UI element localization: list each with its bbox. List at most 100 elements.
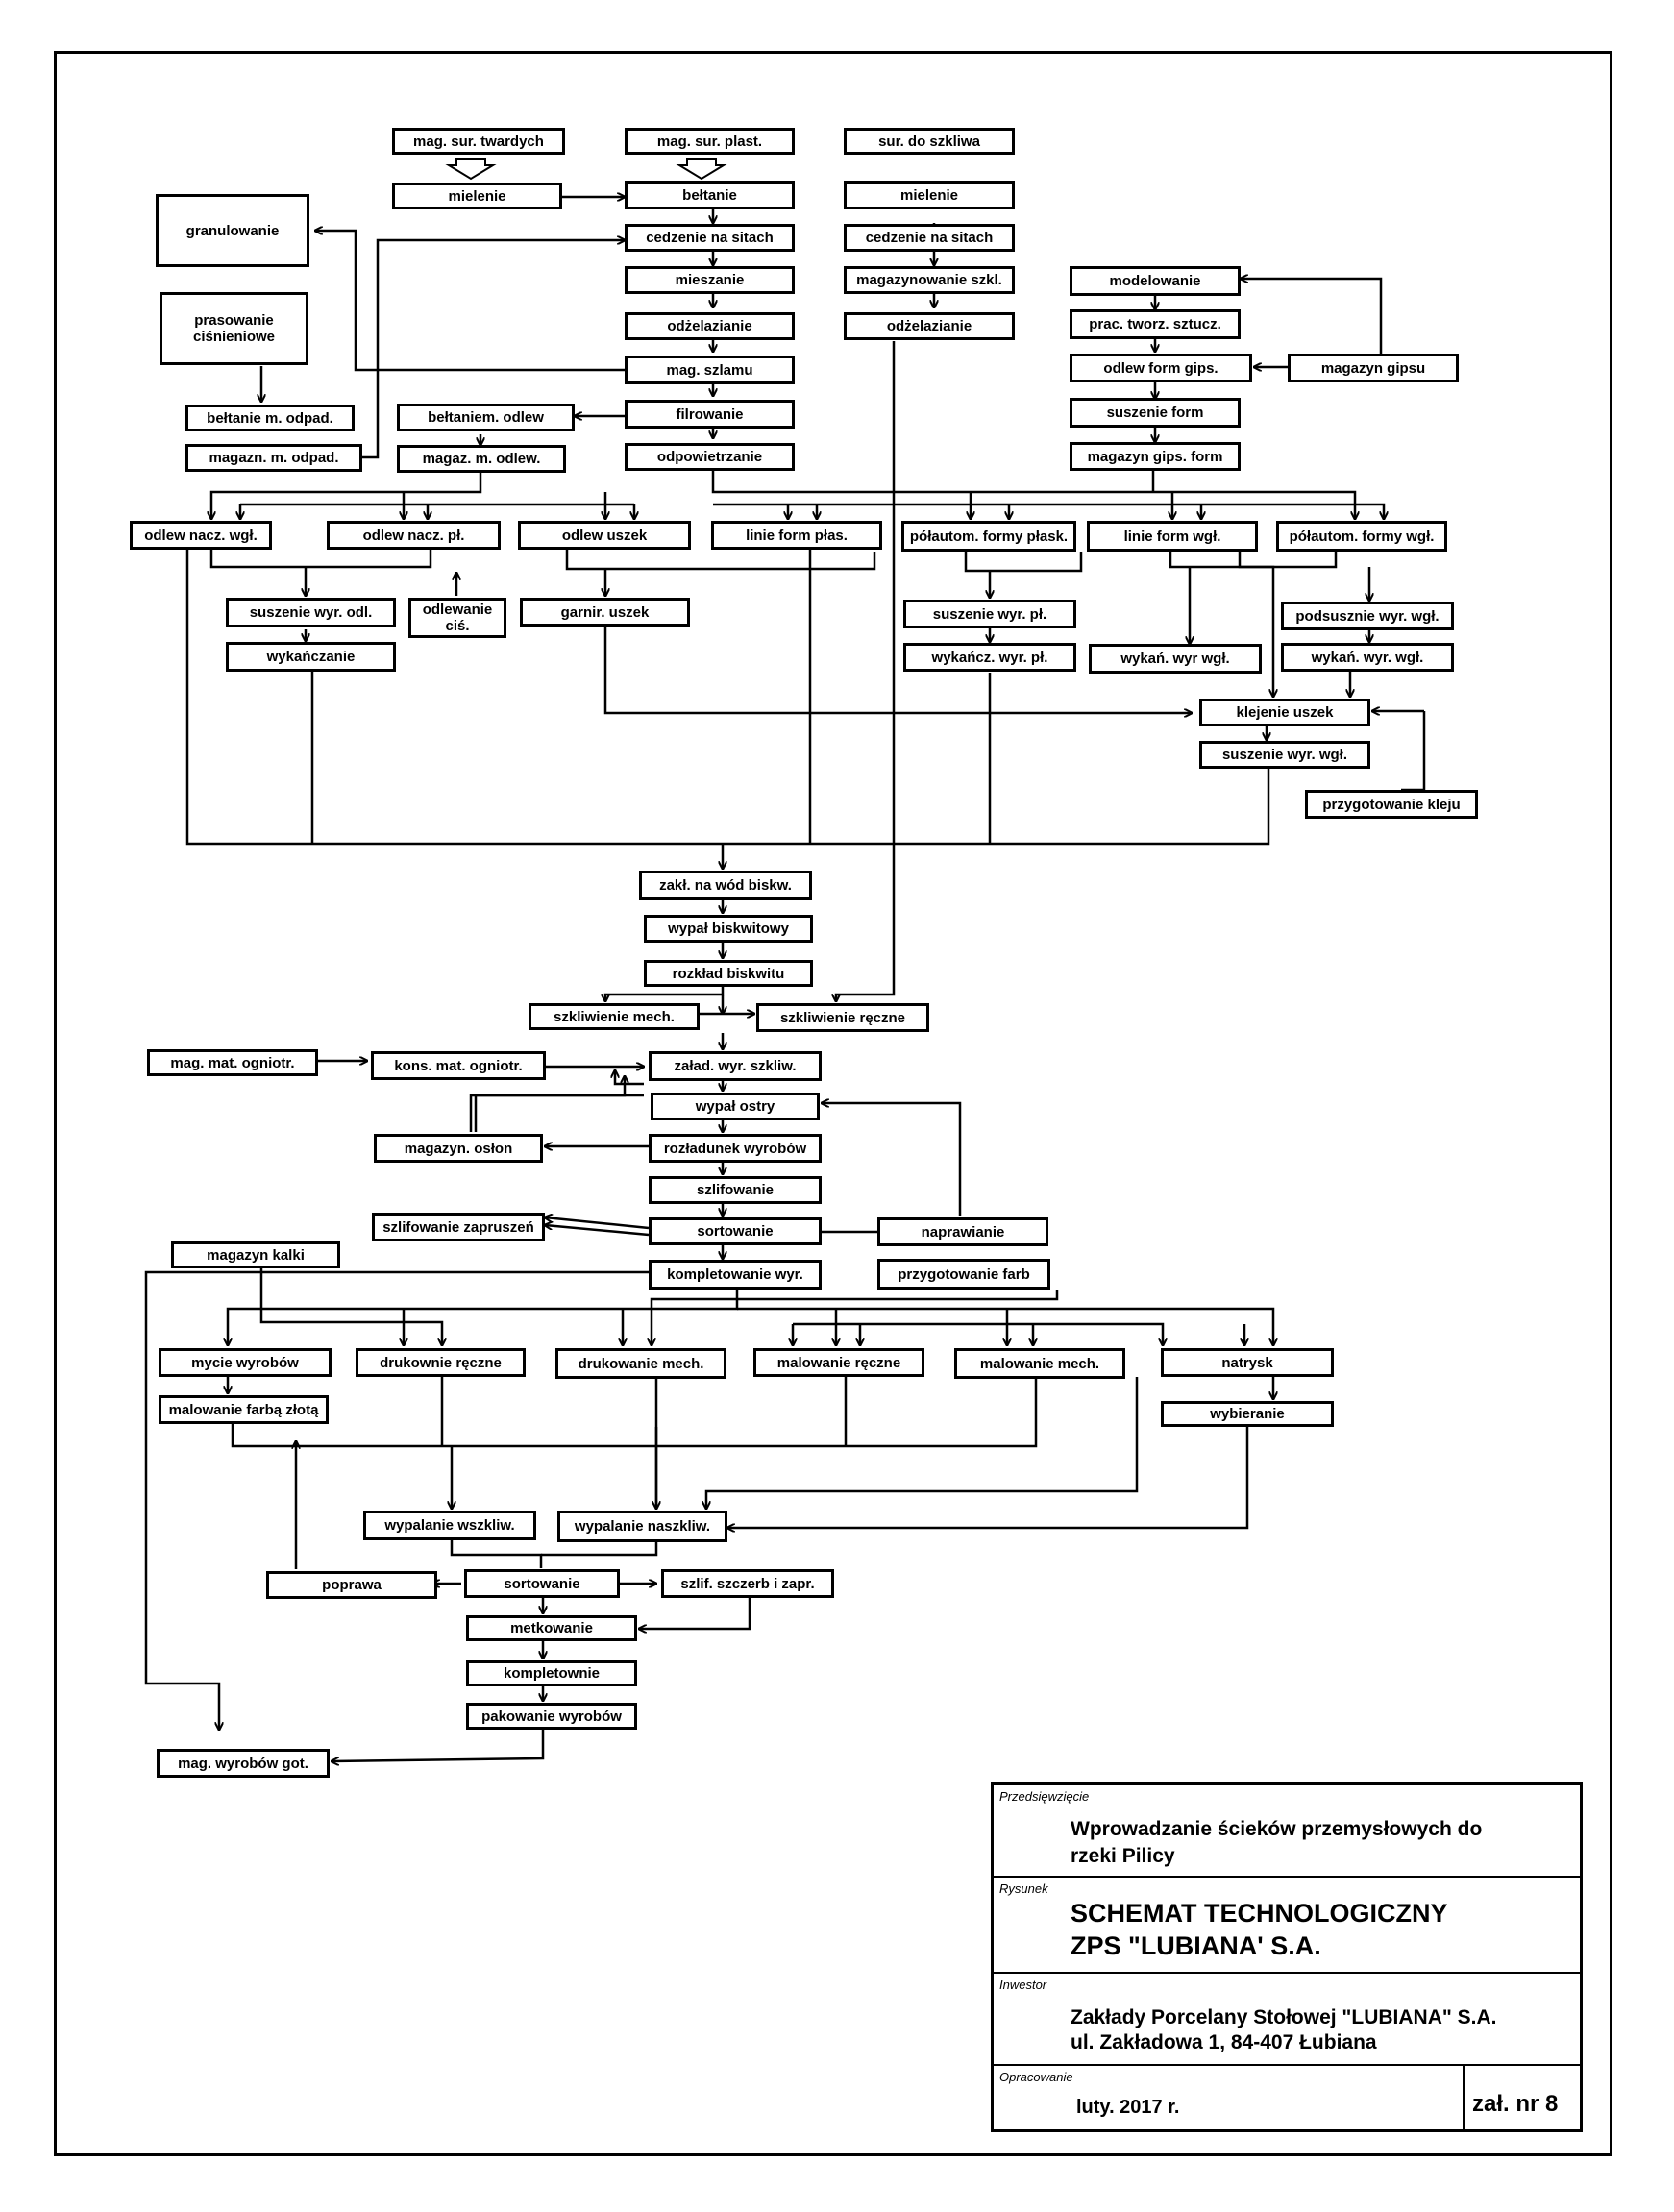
process-box-kompletowanie-wyr: kompletowanie wyr. [649, 1260, 822, 1290]
process-box-szlifowanie: szlifowanie [649, 1176, 822, 1204]
process-box-magaz-m-odlew: magaz. m. odlew. [397, 445, 566, 473]
process-box-kons-mat-ogniotr: kons. mat. ogniotr. [371, 1051, 546, 1080]
process-box-linie-form-plas: linie form płas. [711, 521, 882, 550]
process-box-podsusznie: podsusznie wyr. wgł. [1281, 602, 1454, 630]
process-box-wykan-wgl-2: wykań. wyr. wgł. [1281, 643, 1454, 672]
process-box-mielenie-1: mielenie [392, 183, 562, 209]
title-row-prepared: Opracowanie luty. 2017 r. [994, 2066, 1580, 2129]
process-box-suszenie-wyr-wgl: suszenie wyr. wgł. [1199, 741, 1370, 769]
process-box-suszenie-form: suszenie form [1070, 398, 1241, 428]
process-box-odlew-form-gips: odlew form gips. [1070, 354, 1252, 382]
process-box-wybieranie: wybieranie [1161, 1401, 1334, 1427]
process-box-mag-wyrobow-got: mag. wyrobów got. [157, 1749, 330, 1778]
process-box-beltaniem-odlew: bełtaniem. odlew [397, 404, 575, 431]
process-box-metkowanie: metkowanie [466, 1615, 637, 1641]
title-row-project: Przedsięwzięcie Wprowadzanie ścieków prz… [994, 1785, 1580, 1878]
process-box-polautom-plask: półautom. formy płask. [901, 521, 1076, 552]
process-box-magazn-m-odpad: magazn. m. odpad. [185, 444, 362, 472]
title-row-drawing: Rysunek SCHEMAT TECHNOLOGICZNY ZPS "LUBI… [994, 1878, 1580, 1974]
process-box-odzelazianie-2: odżelazianie [844, 312, 1015, 340]
process-box-odlew-nacz-pl: odlew nacz. pł. [327, 521, 501, 550]
process-box-mag-szlamu: mag. szlamu [625, 356, 795, 384]
drawing-title-line-1: SCHEMAT TECHNOLOGICZNY [1071, 1899, 1448, 1928]
process-box-mag-sur-twardych: mag. sur. twardych [392, 128, 565, 155]
process-box-modelowanie: modelowanie [1070, 266, 1241, 296]
attachment-number: zał. nr 8 [1472, 2091, 1559, 2117]
process-box-drukowanie-mech: drukowanie mech. [555, 1348, 726, 1379]
title-row-investor: Inwestor Zakłady Porcelany Stołowej "LUB… [994, 1974, 1580, 2066]
process-box-suszenie-wyr-odl: suszenie wyr. odl. [226, 598, 396, 627]
process-box-mielenie-2: mielenie [844, 181, 1015, 209]
process-box-naprawianie: naprawianie [877, 1217, 1048, 1246]
process-box-zalad-wyr-szkliw: załad. wyr. szkliw. [649, 1051, 822, 1081]
process-box-mieszanie: mieszanie [625, 266, 795, 294]
process-box-wykan-wgl-1: wykań. wyr wgł. [1089, 644, 1262, 674]
process-box-odpowietrzanie: odpowietrzanie [625, 443, 795, 471]
prepared-date: luty. 2017 r. [1076, 2097, 1180, 2118]
process-box-magazyn-oslon: magazyn. osłon [374, 1134, 543, 1163]
process-box-sortowanie-1: sortowanie [649, 1217, 822, 1245]
process-box-malowanie-farba: malowanie farbą złotą [159, 1395, 329, 1424]
process-box-wypalanie-wszkliw: wypalanie wszkliw. [363, 1511, 536, 1540]
process-box-malowanie-reczne: malowanie ręczne [753, 1348, 924, 1377]
process-box-garnir-uszek: garnir. uszek [520, 598, 690, 627]
process-box-beltanie: bełtanie [625, 181, 795, 209]
process-box-mag-sur-plast: mag. sur. plast. [625, 128, 795, 155]
process-box-linie-form-wgl: linie form wgł. [1087, 521, 1258, 552]
process-box-szlifowanie-zapr: szlifowanie zapruszeń [372, 1213, 545, 1241]
process-box-wypal-ostry: wypał ostry [651, 1093, 820, 1120]
project-line-2: rzeki Pilicy [1071, 1845, 1175, 1867]
process-box-drukownie-reczne: drukownie ręczne [356, 1348, 526, 1377]
process-box-natrysk: natrysk [1161, 1348, 1334, 1377]
process-box-przygotowanie-farb: przygotowanie farb [877, 1259, 1050, 1290]
process-box-szkliwienie-mech: szkliwienie mech. [529, 1003, 700, 1030]
process-box-prasowanie: prasowanie ciśnieniowe [160, 292, 308, 365]
process-box-granulowanie: granulowanie [156, 194, 309, 267]
investor-caption: Inwestor [999, 1978, 1047, 1992]
drawing-frame [54, 51, 1612, 2156]
process-box-sur-do-szkliwa: sur. do szkliwa [844, 128, 1015, 155]
process-box-kompletownie: kompletownie [466, 1660, 637, 1686]
process-box-mycie-wyrobow: mycie wyrobów [159, 1348, 332, 1377]
process-box-cedzenie-2: cedzenie na sitach [844, 224, 1015, 252]
title-divider [1463, 2066, 1465, 2129]
process-box-sortowanie-2: sortowanie [464, 1569, 620, 1598]
process-box-szlif-szczerb: szlif. szczerb i zapr. [661, 1569, 834, 1598]
process-box-wypalanie-naszkliw: wypalanie naszkliw. [557, 1511, 727, 1542]
process-box-magazyn-gips-form: magazyn gips. form [1070, 442, 1241, 471]
process-box-wykanczanie: wykańczanie [226, 642, 396, 672]
process-box-magazynowanie-szkl: magazynowanie szkl. [844, 266, 1015, 294]
process-box-magazyn-gipsu: magazyn gipsu [1288, 354, 1459, 382]
investor-line-1: Zakłady Porcelany Stołowej "LUBIANA" S.A… [1071, 2006, 1497, 2028]
process-box-odlew-uszek: odlew uszek [518, 521, 691, 550]
process-box-szkliwienie-reczne: szkliwienie ręczne [756, 1003, 929, 1032]
process-box-rozklad-biskwitu: rozkład biskwitu [644, 960, 813, 987]
process-box-zakl-na-wod: zakł. na wód biskw. [639, 871, 812, 900]
process-box-malowanie-mech: malowanie mech. [954, 1348, 1125, 1379]
process-box-rozladunek: rozładunek wyrobów [649, 1134, 822, 1163]
process-box-odlewanie-cis: odlewanie ciś. [408, 598, 506, 638]
drawing-title-line-2: ZPS "LUBIANA' S.A. [1071, 1931, 1321, 1960]
process-box-poprawa: poprawa [266, 1571, 437, 1599]
process-box-pakowanie: pakowanie wyrobów [466, 1703, 637, 1730]
process-box-polautom-wgl: półautom. formy wgł. [1276, 521, 1447, 552]
process-box-wykancz-pl: wykańcz. wyr. pł. [903, 643, 1076, 672]
process-box-wypal-biskwitowy: wypał biskwitowy [644, 915, 813, 943]
process-box-przygotowanie-kleju: przygotowanie kleju [1305, 790, 1478, 819]
process-box-beltanie-m-odpad: bełtanie m. odpad. [185, 405, 355, 431]
project-caption: Przedsięwzięcie [999, 1789, 1090, 1804]
prepared-caption: Opracowanie [999, 2070, 1073, 2084]
process-box-cedzenie-1: cedzenie na sitach [625, 224, 795, 252]
process-box-klejenie-uszek: klejenie uszek [1199, 699, 1370, 726]
title-block: Przedsięwzięcie Wprowadzanie ścieków prz… [991, 1782, 1583, 2132]
process-box-odlew-nacz-wgl: odlew nacz. wgł. [130, 521, 272, 550]
project-line-1: Wprowadzanie ścieków przemysłowych do [1071, 1818, 1483, 1840]
process-box-prac-tworz: prac. tworz. sztucz. [1070, 309, 1241, 339]
drawing-caption: Rysunek [999, 1881, 1048, 1896]
process-box-mag-mat-ogniotr: mag. mat. ogniotr. [147, 1049, 318, 1076]
process-box-suszenie-wyr-pl: suszenie wyr. pł. [903, 600, 1076, 628]
investor-line-2: ul. Zakładowa 1, 84-407 Łubiana [1071, 2031, 1377, 2053]
process-box-filrowanie: filrowanie [625, 400, 795, 429]
